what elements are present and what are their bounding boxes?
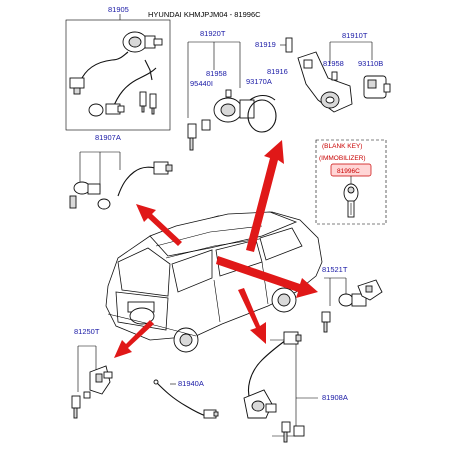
lock-body-icon: [213, 97, 255, 123]
group-frame-81905: [65, 19, 171, 131]
group-81940A: 81940A: [153, 379, 219, 419]
fuel-door-lock-icon: [338, 293, 367, 307]
cable-end-icon: [203, 409, 219, 419]
connector-icon: [153, 161, 173, 175]
door-lock-cable-icon: [247, 339, 287, 401]
ignition-cylinder-icon: [122, 31, 163, 53]
callout-93170A: 93170A: [246, 77, 272, 86]
group-81905: 81905: [65, 5, 171, 131]
callout-81919: 81919: [255, 40, 276, 49]
callout-81905: 81905: [108, 5, 129, 14]
callout-81916: 81916: [267, 67, 288, 76]
blank-key-subtitle: (IMMOBILIZER): [319, 155, 366, 162]
callout-81940A: 81940A: [178, 379, 204, 388]
blank-key-box: (BLANK KEY) (IMMOBILIZER) 81996C: [315, 139, 387, 225]
rear-window: [117, 247, 171, 297]
ignition-key-icon: [187, 119, 211, 151]
fuel-door-bracket-icon: [357, 279, 383, 301]
group-81521T: 81521T: [321, 265, 383, 333]
key-icon-tailgate: [71, 391, 91, 419]
tailgate-lock-icon: [89, 365, 113, 395]
red-arrows: [114, 140, 318, 358]
door-wire-icon: [117, 166, 161, 197]
blank-key-part-number: 81996C: [337, 168, 360, 175]
release-cable-icon: [155, 381, 207, 417]
arrow-to-door-lock: [136, 204, 182, 246]
callout-81910T: 81910T: [342, 31, 368, 40]
group-81907A: 81907A: [69, 133, 173, 210]
blank-key-title: (BLANK KEY): [322, 143, 362, 150]
callout-81920T: 81920T: [200, 29, 226, 38]
door-lock-assembly-icon: [243, 389, 277, 419]
door-handle-connector-icon: [283, 331, 302, 345]
door-lock-cylinder-icon: [69, 181, 111, 210]
antenna-coil-icon: [247, 99, 277, 133]
side-window-rear: [171, 249, 213, 293]
key-icon-door: [281, 421, 305, 443]
arrow-to-tailgate-lock: [114, 320, 154, 358]
steering-lock-housing-icon: [297, 51, 353, 113]
arrow-to-door-handle: [238, 288, 266, 344]
arrow-to-ignition: [246, 140, 284, 252]
callout-81250T: 81250T: [74, 327, 100, 336]
bolt-icon: [285, 37, 293, 53]
callout-81907A: 81907A: [95, 133, 121, 142]
callout-81521T: 81521T: [322, 265, 348, 274]
blank-key-icon: [343, 183, 359, 218]
diagram-header: HYUNDAI KHMJPJM04 - 81996C: [148, 10, 261, 19]
group-81908A: 81908A: [243, 331, 348, 443]
key-icon: [139, 91, 157, 115]
key-icon-right: [321, 311, 331, 333]
group-81250T: 81250T: [71, 327, 113, 419]
callout-95440I: 95440I: [190, 79, 213, 88]
blank-key-frame: [315, 139, 387, 225]
callout-93110B: 93110B: [358, 59, 383, 68]
group-81910T: 81910T 81958 93110B: [297, 31, 391, 113]
wire-harness-icon: [79, 51, 129, 83]
callout-81908A: 81908A: [322, 393, 348, 402]
callout-81958-right: 81958: [323, 59, 344, 68]
arrow-to-fuel-lock: [216, 256, 318, 298]
callout-81958-left: 81958: [206, 69, 227, 78]
spare-tire: [129, 307, 155, 325]
switch-connector-icon: [69, 77, 125, 117]
group-81920T: 81920T 81958 95440I 81916 93170A 81919: [187, 29, 293, 151]
switch-module-icon: [363, 75, 391, 99]
